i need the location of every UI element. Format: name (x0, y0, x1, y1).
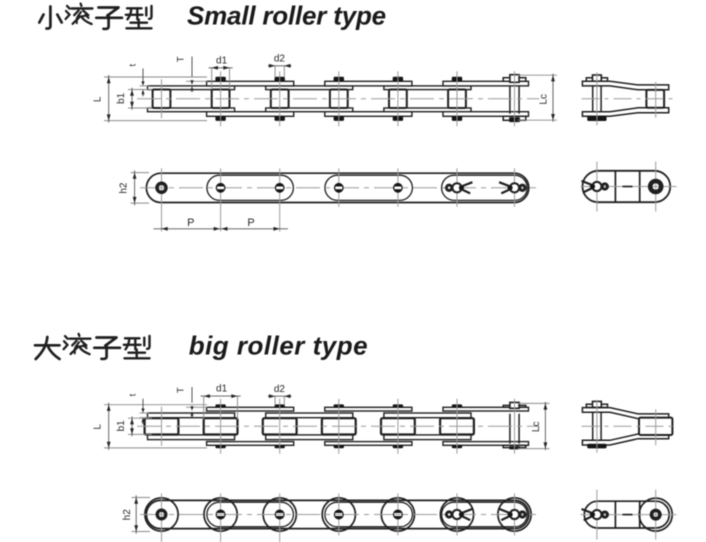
svg-text:Lc: Lc (531, 422, 542, 433)
svg-text:L: L (93, 96, 104, 102)
svg-text:Lc: Lc (539, 94, 550, 105)
svg-text:b1: b1 (116, 420, 127, 432)
svg-text:L: L (93, 424, 104, 430)
svg-text:Small roller type: Small roller type (187, 1, 386, 31)
svg-text:h2: h2 (119, 182, 130, 194)
svg-text:d1: d1 (216, 55, 228, 66)
svg-text:P: P (247, 217, 254, 229)
svg-text:T: T (175, 56, 186, 62)
svg-text:t: t (127, 64, 138, 67)
svg-text:big roller type: big roller type (189, 331, 368, 361)
svg-text:P: P (187, 217, 194, 229)
svg-text:b1: b1 (116, 92, 127, 104)
svg-text:h2: h2 (122, 509, 133, 521)
svg-text:d2: d2 (274, 54, 286, 65)
svg-text:d2: d2 (274, 384, 286, 395)
svg-text:T: T (175, 387, 186, 393)
svg-text:t: t (127, 393, 138, 396)
svg-text:d1: d1 (216, 384, 228, 395)
